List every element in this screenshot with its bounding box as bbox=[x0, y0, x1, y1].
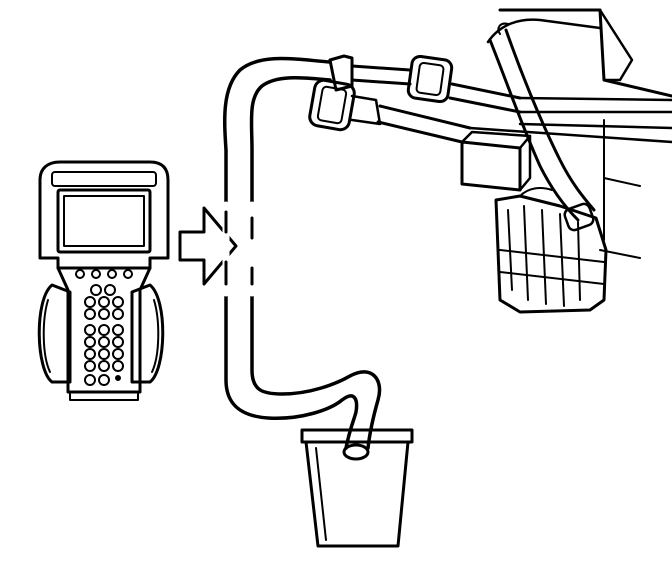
right-arrow-icon bbox=[178, 206, 238, 286]
engine-component-icon bbox=[460, 8, 672, 314]
quick-connect-fitting-icon bbox=[308, 54, 522, 144]
container-icon bbox=[300, 428, 414, 548]
scan-tool-icon bbox=[37, 160, 170, 401]
hose-icon bbox=[222, 56, 382, 461]
